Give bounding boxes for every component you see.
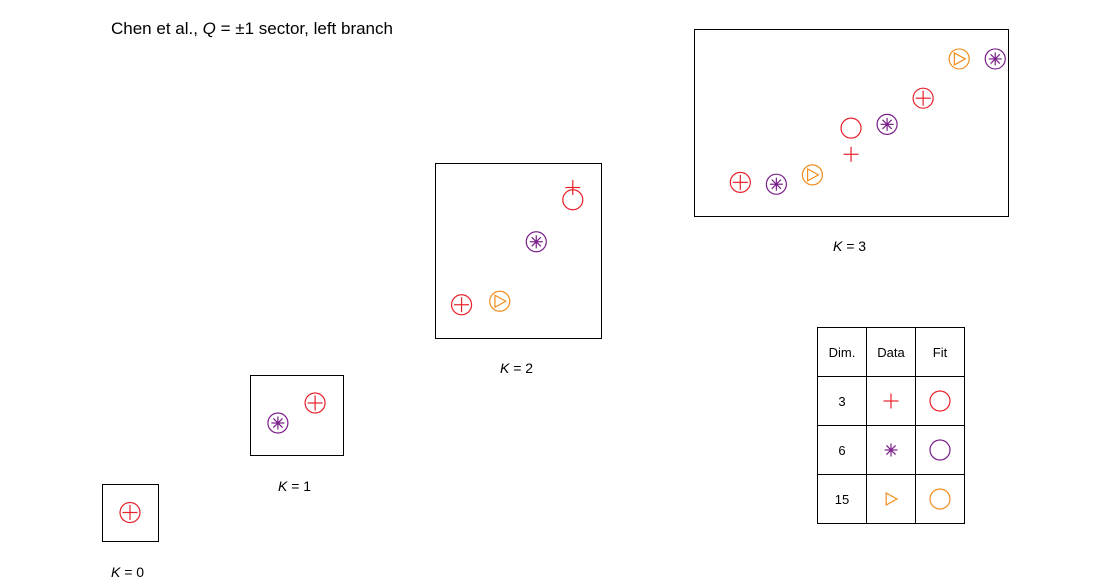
fit-marker-dim-15 <box>801 164 824 186</box>
fit-legend-marker <box>929 488 951 510</box>
fit-marker-dim-15 <box>948 48 970 70</box>
legend-row: 3 <box>817 376 965 426</box>
data-marker-dim-3 <box>307 395 323 411</box>
legend-fit-marker-cell <box>915 425 965 475</box>
data-legend-marker <box>884 443 898 457</box>
fit-marker-dim-6 <box>876 113 898 135</box>
legend-dim: 3 <box>817 376 867 426</box>
circle-marker-icon <box>929 439 951 461</box>
chart-title: Chen et al., Q = ±1 sector, left branch <box>111 19 393 39</box>
data-marker-dim-3 <box>843 146 859 162</box>
fit-legend-marker <box>929 390 951 412</box>
legend-row: 15 <box>817 474 965 524</box>
fit-marker-dim-3 <box>912 87 934 109</box>
fit-marker-dim-3 <box>840 117 862 139</box>
asterisk-marker-icon <box>884 443 898 457</box>
legend-table: Dim. Data Fit 3 6 15 <box>817 327 965 524</box>
data-marker-dim-6 <box>988 52 1002 66</box>
triangle-marker-icon <box>885 491 899 507</box>
circle-marker-icon <box>929 390 951 412</box>
plus-marker-icon <box>883 393 899 409</box>
fit-marker-dim-6 <box>267 412 289 434</box>
legend-fit-marker-cell <box>915 376 965 426</box>
panel-frame <box>102 484 159 542</box>
panel-k2 <box>435 163 602 339</box>
data-marker-dim-6 <box>271 416 285 430</box>
panel-label-k2: K = 2 <box>500 360 534 376</box>
fit-marker-dim-3 <box>304 392 326 414</box>
panel-label-k1: K = 1 <box>278 478 312 494</box>
data-marker-dim-3 <box>732 174 748 190</box>
data-marker-dim-6 <box>880 117 894 131</box>
data-legend-marker <box>885 491 899 507</box>
legend-data-marker-cell <box>866 474 916 524</box>
data-marker-dim-3 <box>122 505 138 520</box>
legend-row: 6 <box>817 425 965 475</box>
legend-dim: 6 <box>817 425 867 475</box>
title-suffix: = ±1 sector, left branch <box>215 19 393 38</box>
data-legend-marker <box>883 393 899 409</box>
fit-marker-dim-3 <box>562 189 584 211</box>
legend-data-marker-cell <box>866 425 916 475</box>
title-prefix: Chen et al., <box>111 19 203 38</box>
panel-frame <box>250 375 344 456</box>
fit-marker-dim-6 <box>525 231 547 253</box>
legend-fit-marker-cell <box>915 474 965 524</box>
panel-k3 <box>694 29 1009 217</box>
data-marker-dim-15 <box>807 167 820 182</box>
data-marker-dim-3 <box>565 180 581 195</box>
data-marker-dim-15 <box>494 294 507 309</box>
legend-data-marker-cell <box>866 376 916 426</box>
data-marker-dim-6 <box>769 177 783 191</box>
legend-header-row: Dim. Data Fit <box>817 327 965 377</box>
panel-label-k3: K = 3 <box>833 238 867 254</box>
circle-marker-icon <box>929 488 951 510</box>
data-marker-dim-3 <box>454 297 470 313</box>
panel-label-k0: K = 0 <box>111 564 145 580</box>
legend-header-fit: Fit <box>915 327 965 377</box>
panel-frame <box>694 29 1009 217</box>
fit-legend-marker <box>929 439 951 461</box>
title-variable: Q <box>202 19 216 38</box>
fit-marker-dim-3 <box>119 501 141 524</box>
fit-marker-dim-3 <box>729 171 751 193</box>
data-marker-dim-3 <box>915 90 931 106</box>
panel-k0 <box>102 484 159 542</box>
data-marker-dim-15 <box>953 51 967 66</box>
legend-header-data: Data <box>866 327 916 377</box>
fit-marker-dim-3 <box>450 294 473 316</box>
legend-dim: 15 <box>817 474 867 524</box>
data-marker-dim-6 <box>529 235 543 249</box>
panel-k1 <box>250 375 344 456</box>
fit-marker-dim-15 <box>489 290 511 312</box>
panel-frame <box>435 163 602 339</box>
fit-marker-dim-6 <box>765 173 787 195</box>
fit-marker-dim-6 <box>984 48 1006 70</box>
legend-header-dim: Dim. <box>817 327 867 377</box>
